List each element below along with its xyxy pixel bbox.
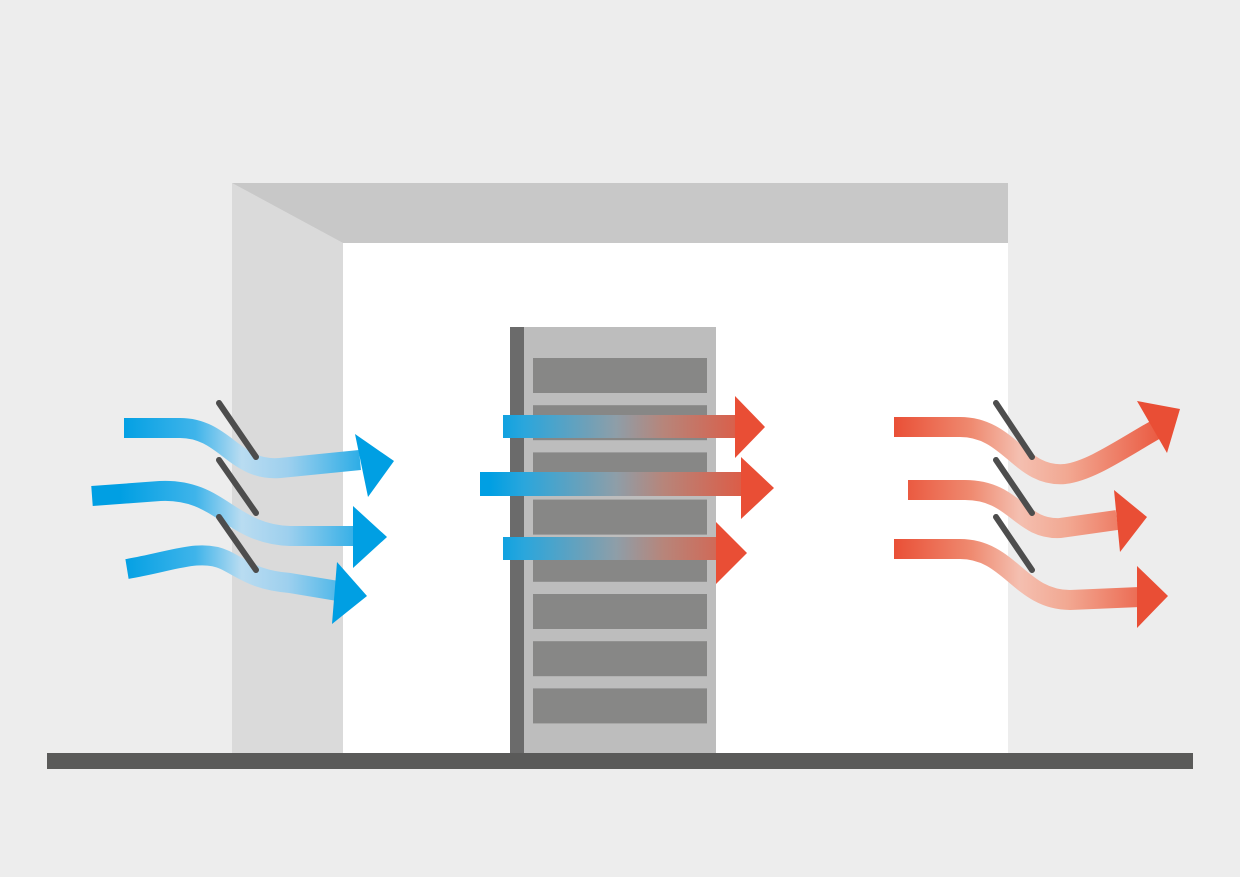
rack-slot	[533, 499, 707, 535]
rack-slot	[533, 688, 707, 724]
cool-to-warm-arrow-icon	[480, 457, 774, 519]
warm-air-arrow-icon	[894, 539, 1168, 628]
rack-slot	[533, 358, 707, 393]
cool-air-arrow-icon	[91, 480, 387, 568]
floor	[47, 753, 1193, 769]
cool-to-warm-arrow-icon	[503, 522, 747, 584]
ceiling	[232, 183, 1008, 243]
cool-to-warm-arrow-icon	[503, 396, 765, 458]
louver-icon	[993, 457, 1035, 516]
cool-air-arrow-icon	[125, 545, 367, 624]
rack-airflow	[480, 396, 774, 584]
warm-air-arrow-icon	[908, 480, 1147, 552]
louver-icon	[216, 457, 259, 516]
cool-air-inflow	[91, 418, 394, 624]
rack-slot	[533, 594, 707, 629]
warm-air-outflow	[894, 401, 1180, 628]
cool-air-arrow-icon	[124, 418, 394, 497]
louver-icon	[216, 400, 259, 460]
louver-icon	[216, 514, 259, 573]
left-louvers	[216, 400, 259, 573]
warm-air-arrow-icon	[894, 401, 1180, 485]
right-louvers	[993, 400, 1035, 573]
louver-icon	[993, 514, 1035, 573]
rack-slot	[533, 641, 707, 677]
louver-icon	[993, 400, 1035, 460]
